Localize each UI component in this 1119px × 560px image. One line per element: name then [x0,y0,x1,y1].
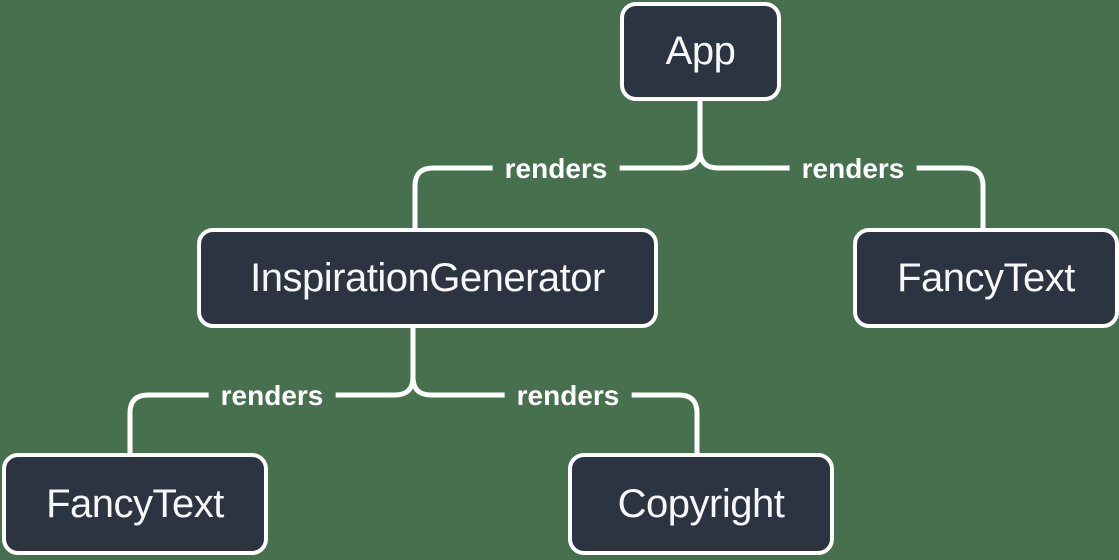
node-copyright: Copyright [568,453,834,555]
edge-label-app-to-fancy-text: renders [789,152,917,186]
node-app-label: App [665,29,736,73]
node-copyright-label: Copyright [617,481,785,526]
node-fancy-text-bottom-label: FancyText [46,481,224,526]
node-inspiration-generator: InspirationGenerator [197,228,658,328]
node-inspiration-generator-label: InspirationGenerator [250,255,605,300]
edge-label-app-to-inspiration-generator: renders [492,152,620,186]
node-fancy-text-top: FancyText [853,228,1119,328]
node-fancy-text-bottom: FancyText [2,453,268,555]
edge-label-inspiration-generator-to-copyright: renders [504,379,632,413]
node-fancy-text-top-label: FancyText [897,255,1075,300]
edge-label-inspiration-generator-to-fancy-text: renders [208,379,336,413]
node-app: App [620,2,781,101]
